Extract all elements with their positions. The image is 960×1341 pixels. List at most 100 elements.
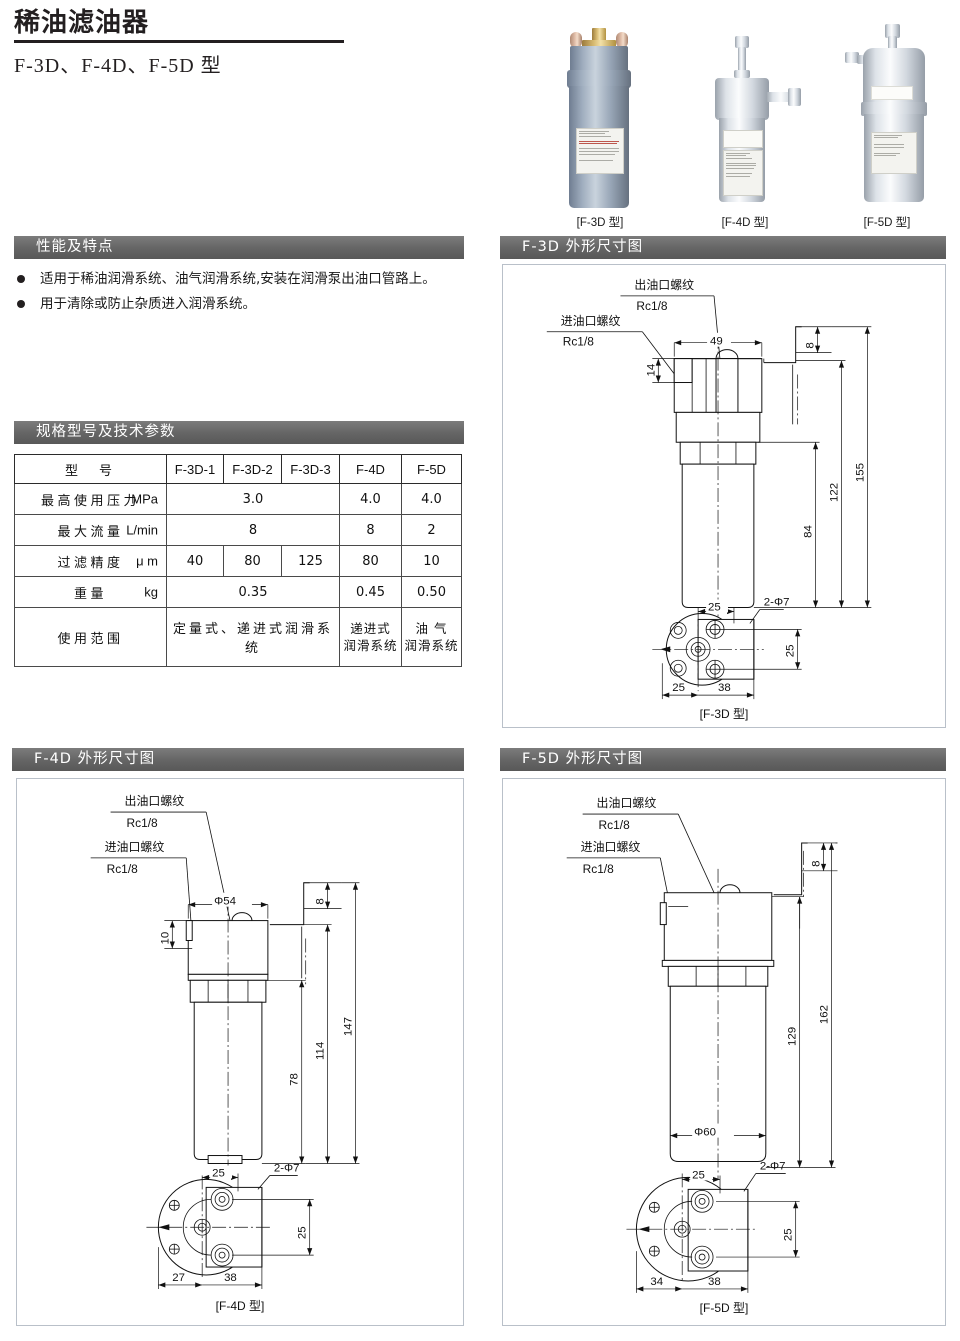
product-photo-f5d: [F-5D 型] — [823, 20, 951, 230]
drawing-f4d: 出油口螺纹 Rc1/8 进油口螺纹 Rc1/8 — [90, 794, 360, 1289]
column-header: F-3D-1 — [166, 454, 224, 484]
bv-note-holes: 2-Φ7 — [274, 1162, 300, 1174]
bv-dim-bottom: 38 — [718, 682, 731, 694]
dim-flange-thickness: 8 — [811, 860, 823, 866]
column-header: F-3D-2 — [223, 454, 282, 484]
product-title-cn: 稀油滤油器 — [14, 8, 150, 38]
bullet-icon — [17, 275, 25, 283]
note-inlet-thread-spec: Rc1/8 — [583, 862, 615, 876]
product-photo-row: [F-3D 型] [F-4D 型] — [530, 6, 954, 236]
bullet-icon — [17, 300, 25, 308]
column-header: F-4D — [339, 454, 402, 484]
bv-note-holes: 2-Φ7 — [764, 597, 790, 609]
specifications-table: 型 号 F-3D-1 F-3D-2 F-3D-3 F-4D F-5D 最高使用压… — [14, 454, 462, 667]
section-header-f4d-drawing: F-4D 外形尺寸图 — [12, 748, 464, 771]
dim-diameter: Φ54 — [214, 896, 236, 908]
bv-dim-left: 27 — [172, 1272, 185, 1284]
row-unit: μ m — [136, 553, 158, 569]
feature-item: 用于清除或防止杂质进入润滑系统。 — [14, 293, 464, 315]
row-label-text: 最大流量 — [57, 524, 124, 540]
row-label: 过滤精度 μ m — [14, 545, 167, 577]
photo-image-f4d — [680, 30, 810, 210]
note-outlet-thread-spec: Rc1/8 — [127, 816, 159, 830]
feature-item: 适用于稀油润滑系统、油气润滑系统,安装在润滑泵出油口管路上。 — [14, 268, 464, 290]
column-header: F-5D — [401, 454, 462, 484]
dim-height-122: 122 — [828, 483, 840, 502]
photo-label-f5d — [871, 132, 917, 174]
product-models-subtitle: F-3D、F-4D、F-5D 型 — [14, 55, 222, 77]
dim-height-114: 114 — [315, 1041, 327, 1060]
dim-flange-thickness: 8 — [315, 898, 327, 904]
note-inlet-thread: 进油口螺纹 — [561, 314, 621, 328]
table-header-row: 型 号 F-3D-1 F-3D-2 F-3D-3 F-4D F-5D — [14, 454, 462, 484]
column-header: F-3D-3 — [281, 454, 340, 484]
title-underline — [14, 40, 344, 43]
table-row: 使用范围 定量式、递进式润滑系统 递进式 润滑系统 油 气 润滑系统 — [14, 607, 462, 667]
cell-f3d-merged: 3.0 — [166, 483, 340, 515]
product-photo-f4d: [F-4D 型] — [680, 30, 810, 230]
cell-f4d: 递进式 润滑系统 — [339, 607, 402, 667]
features-list: 适用于稀油润滑系统、油气润滑系统,安装在润滑泵出油口管路上。 用于清除或防止杂质… — [14, 268, 464, 318]
table-row: 重量 kg 0.35 0.45 0.50 — [14, 576, 462, 608]
dim-height-129: 129 — [787, 1027, 799, 1046]
bv-dim-left: 34 — [650, 1276, 663, 1288]
bv-dim-bottom: 38 — [224, 1272, 237, 1284]
bv-dim-bottom: 38 — [708, 1276, 721, 1288]
section-header-features: 性能及特点 — [14, 236, 464, 259]
row-unit: L/min — [126, 522, 158, 538]
bv-note-holes: 2-Φ7 — [760, 1160, 786, 1172]
note-inlet-thread: 进油口螺纹 — [105, 840, 165, 854]
row-label: 使用范围 — [14, 607, 167, 667]
note-outlet-thread-spec: Rc1/8 — [636, 299, 668, 313]
bv-dim-right: 25 — [783, 1228, 795, 1241]
cell-f5d: 4.0 — [401, 483, 462, 515]
cell-f4d: 0.45 — [339, 576, 402, 608]
cell-line-2: 润滑系统 — [343, 638, 398, 653]
cell-line-1: 油 气 — [415, 621, 448, 636]
table-row: 过滤精度 μ m 40 80 125 80 10 — [14, 545, 462, 577]
bv-dim-left: 25 — [672, 682, 685, 694]
cell-f5d: 10 — [401, 545, 462, 577]
photo-caption-f5d: [F-5D 型] — [863, 217, 911, 229]
specifications-table-wrap: 型 号 F-3D-1 F-3D-2 F-3D-3 F-4D F-5D 最高使用压… — [14, 454, 462, 667]
drawing-panel-f4d: 出油口螺纹 Rc1/8 进油口螺纹 Rc1/8 — [16, 778, 464, 1326]
bv-dim-right: 25 — [785, 645, 797, 658]
cell-f3d-merged: 8 — [166, 514, 340, 546]
row-label-text: 重量 — [73, 586, 107, 602]
cell-f3d1: 40 — [166, 545, 224, 577]
cell-f3d2: 80 — [223, 545, 282, 577]
photo-caption-f3d: [F-3D 型] — [576, 217, 624, 229]
cell-f5d: 2 — [401, 514, 462, 546]
photo-label-f4d — [723, 150, 763, 196]
cell-f3d-merged: 0.35 — [166, 576, 340, 608]
feature-text: 用于清除或防止杂质进入润滑系统。 — [40, 296, 256, 312]
cell-f4d: 4.0 — [339, 483, 402, 515]
drawing-panel-f3d: 出油口螺纹 Rc1/8 进油口螺纹 Rc1/8 — [502, 264, 946, 728]
drawing-caption-f3d: [F-3D 型] — [699, 707, 749, 721]
drawing-caption-f4d: [F-4D 型] — [215, 1299, 265, 1313]
section-header-f5d-drawing: F-5D 外形尺寸图 — [500, 748, 946, 771]
cell-line-2: 润滑系统 — [404, 638, 459, 653]
dim-top-gap: 10 — [159, 932, 171, 945]
cell-f4d: 80 — [339, 545, 402, 577]
drawing-caption-f5d: [F-5D 型] — [699, 1301, 749, 1315]
row-label: 最大流量 L/min — [14, 514, 167, 546]
bv-dim-top: 25 — [708, 601, 721, 613]
section-header-specifications: 规格型号及技术参数 — [14, 421, 464, 444]
drawing-panel-f5d: 出油口螺纹 Rc1/8 进油口螺纹 Rc1/8 — [502, 778, 946, 1326]
row-label-text: 过滤精度 — [57, 555, 124, 571]
note-outlet-thread: 出油口螺纹 — [597, 796, 657, 810]
note-outlet-thread: 出油口螺纹 — [634, 278, 694, 292]
cell-f3d3: 125 — [281, 545, 340, 577]
photo-image-f3d — [540, 20, 660, 210]
table-row: 最高使用压力 MPa 3.0 4.0 4.0 — [14, 483, 462, 515]
bv-dim-right: 25 — [297, 1226, 309, 1239]
drawing-f5d: 出油口螺纹 Rc1/8 进油口螺纹 Rc1/8 — [566, 796, 838, 1293]
note-outlet-thread-spec: Rc1/8 — [599, 818, 631, 832]
row-label: 重量 kg — [14, 576, 167, 608]
cell-f3d-merged: 定量式、递进式润滑系统 — [166, 607, 340, 667]
photo-label-f4d-top — [723, 130, 763, 148]
section-header-f3d-drawing: F-3D 外形尺寸图 — [500, 236, 946, 259]
dim-height-155: 155 — [854, 463, 866, 482]
